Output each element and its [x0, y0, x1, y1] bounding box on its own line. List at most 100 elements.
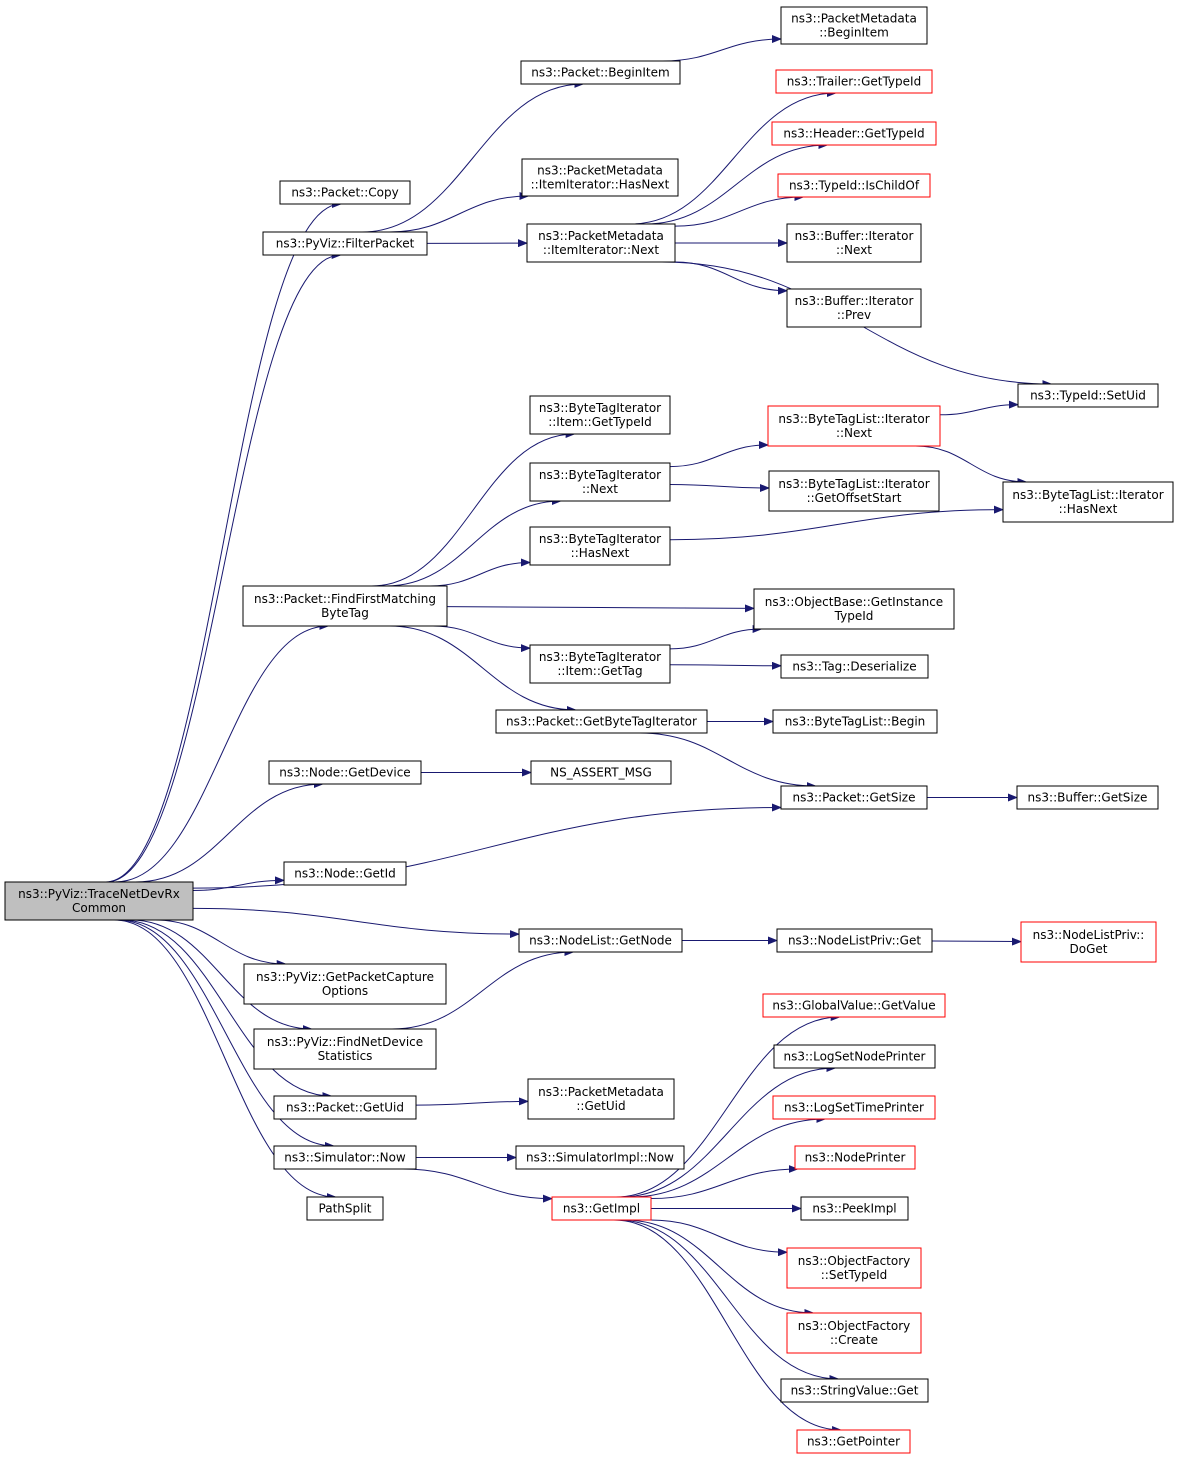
function-node-bti-next[interactable]: ns3::ByteTagIterator::Next [529, 462, 671, 502]
function-node-peekimpl[interactable]: ns3::PeekImpl [800, 1196, 909, 1221]
node-box [771, 121, 937, 146]
function-node-bti-item-gettypeid[interactable]: ns3::ByteTagIterator::Item::GetTypeId [529, 395, 671, 435]
node-label: ns3::Header::GetTypeId [783, 127, 924, 141]
call-edge-getimpl-to-of_settypeid [650, 1219, 788, 1257]
function-node-node-getid[interactable]: ns3::Node::GetId [283, 861, 407, 886]
call-edge-getimpl-to-nodeprinter [650, 1165, 799, 1200]
node-label: ::Next [836, 243, 872, 257]
function-node-pm-next[interactable]: ns3::PacketMetadata::ItemIterator::Next [526, 223, 676, 263]
function-node-pm-hasnext[interactable]: ns3::PacketMetadata::ItemIterator::HasNe… [521, 158, 679, 197]
call-edge-pm_next-to-header_typeid [644, 141, 829, 225]
function-node-node-getdevice[interactable]: ns3::Node::GetDevice [268, 760, 422, 785]
call-edge-pm_next-to-buf_prev [674, 261, 788, 295]
function-node-globalvalue-getvalue[interactable]: ns3::GlobalValue::GetValue [762, 993, 946, 1018]
call-edge-pm_next-to-typeid_ischildof [674, 193, 805, 227]
call-edge-find_first-to-bti_next [386, 497, 562, 587]
call-edge-root-to-node_getid [192, 876, 285, 891]
function-node-btl-begin[interactable]: ns3::ByteTagList::Begin [772, 709, 938, 734]
function-node-logsetnodeprinter[interactable]: ns3::LogSetNodePrinter [773, 1044, 936, 1069]
function-node-simimpl-now[interactable]: ns3::SimulatorImpl::Now [515, 1145, 685, 1170]
node-label: ns3::StringValue::Get [791, 1384, 919, 1398]
node-label: ns3::LogSetNodePrinter [784, 1050, 926, 1064]
function-node-getpointer[interactable]: ns3::GetPointer [796, 1429, 911, 1454]
function-node-buf-prev[interactable]: ns3::Buffer::Iterator::Prev [786, 288, 922, 328]
function-node-pkt-getbytetagiterator[interactable]: ns3::Packet::GetByteTagIterator [495, 709, 708, 734]
call-edge-find_first-to-pkt_getbytetagiterator [389, 625, 577, 714]
function-node-ns-assert-msg[interactable]: NS_ASSERT_MSG [530, 760, 672, 785]
function-node-stringvalue-get[interactable]: ns3::StringValue::Get [780, 1378, 929, 1403]
function-node-btl-it-next[interactable]: ns3::ByteTagList::Iterator::Next [767, 405, 941, 447]
call-edge-filter-to-begin_item [362, 80, 585, 233]
node-label: ns3::ByteTagIterator [539, 532, 661, 546]
node-label: ns3::ByteTagIterator [539, 650, 661, 664]
function-node-nodelistpriv-doget[interactable]: ns3::NodeListPriv::DoGet [1020, 921, 1157, 963]
function-node-getimpl[interactable]: ns3::GetImpl [551, 1196, 652, 1221]
node-box [242, 585, 448, 627]
function-node-nodelistpriv-get[interactable]: ns3::NodeListPriv::Get [776, 928, 933, 953]
function-node-trailer-typeid[interactable]: ns3::Trailer::GetTypeId [775, 69, 933, 94]
function-node-btl-it-hasnext[interactable]: ns3::ByteTagList::Iterator::HasNext [1002, 481, 1174, 523]
call-edge-root-to-getpacketcapture [155, 919, 287, 968]
function-node-buf-getsize[interactable]: ns3::Buffer::GetSize [1016, 785, 1159, 810]
call-edge-find_first-to-bti_item_gettag [432, 625, 531, 653]
function-node-pathsplit[interactable]: PathSplit [306, 1196, 384, 1221]
call-edge-getimpl-to-stringvalue_get [617, 1219, 840, 1383]
node-label: ns3::ByteTagList::Iterator [1012, 488, 1163, 502]
call-edge-find_first-to-ob_getinstancetypeid [446, 604, 755, 613]
node-label: ns3::Buffer::Iterator [795, 229, 914, 243]
function-node-of-settypeid[interactable]: ns3::ObjectFactory::SetTypeId [786, 1247, 922, 1289]
function-node-nodeprinter[interactable]: ns3::NodePrinter [794, 1145, 916, 1170]
node-label: ns3::ByteTagIterator [539, 401, 661, 415]
function-node-filter[interactable]: ns3::PyViz::FilterPacket [262, 231, 428, 256]
function-node-pkt-getsize[interactable]: ns3::Packet::GetSize [780, 785, 928, 810]
node-label: ns3::SimulatorImpl::Now [526, 1151, 674, 1165]
call-edge-root-to-pathsplit [114, 919, 337, 1201]
call-edge-bti_item_gettag-to-tag_deserialize [669, 661, 782, 670]
function-node-tag-deserialize[interactable]: ns3::Tag::Deserialize [780, 654, 929, 679]
node-label: ns3::Node::GetId [294, 867, 396, 881]
function-node-pkt-getuid[interactable]: ns3::Packet::GetUid [273, 1095, 417, 1120]
node-label: ns3::Node::GetDevice [279, 766, 410, 780]
function-node-bti-hasnext[interactable]: ns3::ByteTagIterator::HasNext [529, 526, 671, 566]
node-box [786, 1312, 922, 1354]
function-node-typeid-ischildof[interactable]: ns3::TypeId::IsChildOf [777, 173, 931, 198]
function-node-logsettimeprinter[interactable]: ns3::LogSetTimePrinter [772, 1095, 936, 1120]
call-edge-begin_item-to-pm_begin_item [662, 35, 782, 62]
node-box [273, 1095, 417, 1120]
node-box [773, 1044, 936, 1069]
function-node-header-typeid[interactable]: ns3::Header::GetTypeId [771, 121, 937, 146]
node-label: ns3::Packet::FindFirstMatching [254, 592, 436, 606]
function-node-nodelist-getnode[interactable]: ns3::NodeList::GetNode [518, 928, 683, 953]
node-box [768, 470, 940, 512]
node-label: ns3::PyViz::FilterPacket [276, 237, 415, 251]
function-node-sim-now[interactable]: ns3::Simulator::Now [273, 1145, 417, 1170]
function-node-pm-begin-item[interactable]: ns3::PacketMetadata::BeginItem [780, 6, 928, 45]
call-edge-filter-to-pm_hasnext [389, 192, 530, 233]
node-box [495, 709, 708, 734]
call-edge-findnetdevice-to-nodelist_getnode [392, 948, 575, 1030]
node-label: ns3::PyViz::FindNetDevice [267, 1035, 423, 1049]
node-label: ::Prev [837, 308, 871, 322]
function-node-begin-item[interactable]: ns3::Packet::BeginItem [520, 60, 681, 85]
function-node-btl-it-getoffsetstart[interactable]: ns3::ByteTagList::Iterator::GetOffsetSta… [768, 470, 940, 512]
function-node-buf-next[interactable]: ns3::Buffer::Iterator::Next [786, 223, 922, 263]
function-node-of-create[interactable]: ns3::ObjectFactory::Create [786, 1312, 922, 1354]
function-node-typeid-setuid[interactable]: ns3::TypeId::SetUid [1017, 383, 1159, 408]
node-label: ns3::Packet::GetUid [286, 1101, 404, 1115]
node-box [796, 1429, 911, 1454]
node-box [780, 785, 928, 810]
node-box [521, 158, 679, 197]
function-node-pm-getuid[interactable]: ns3::PacketMetadata::GetUid [527, 1078, 675, 1120]
function-node-pkt-copy[interactable]: ns3::Packet::Copy [279, 180, 411, 205]
call-edge-root-to-nodelist_getnode [192, 907, 520, 939]
node-label: ::HasNext [1059, 502, 1118, 516]
node-box [1016, 785, 1159, 810]
node-label: ns3::ByteTagList::Iterator [778, 412, 929, 426]
function-node-bti-item-gettag[interactable]: ns3::ByteTagIterator::Item::GetTag [529, 644, 671, 684]
node-label: ns3::ByteTagList::Iterator [778, 477, 929, 491]
